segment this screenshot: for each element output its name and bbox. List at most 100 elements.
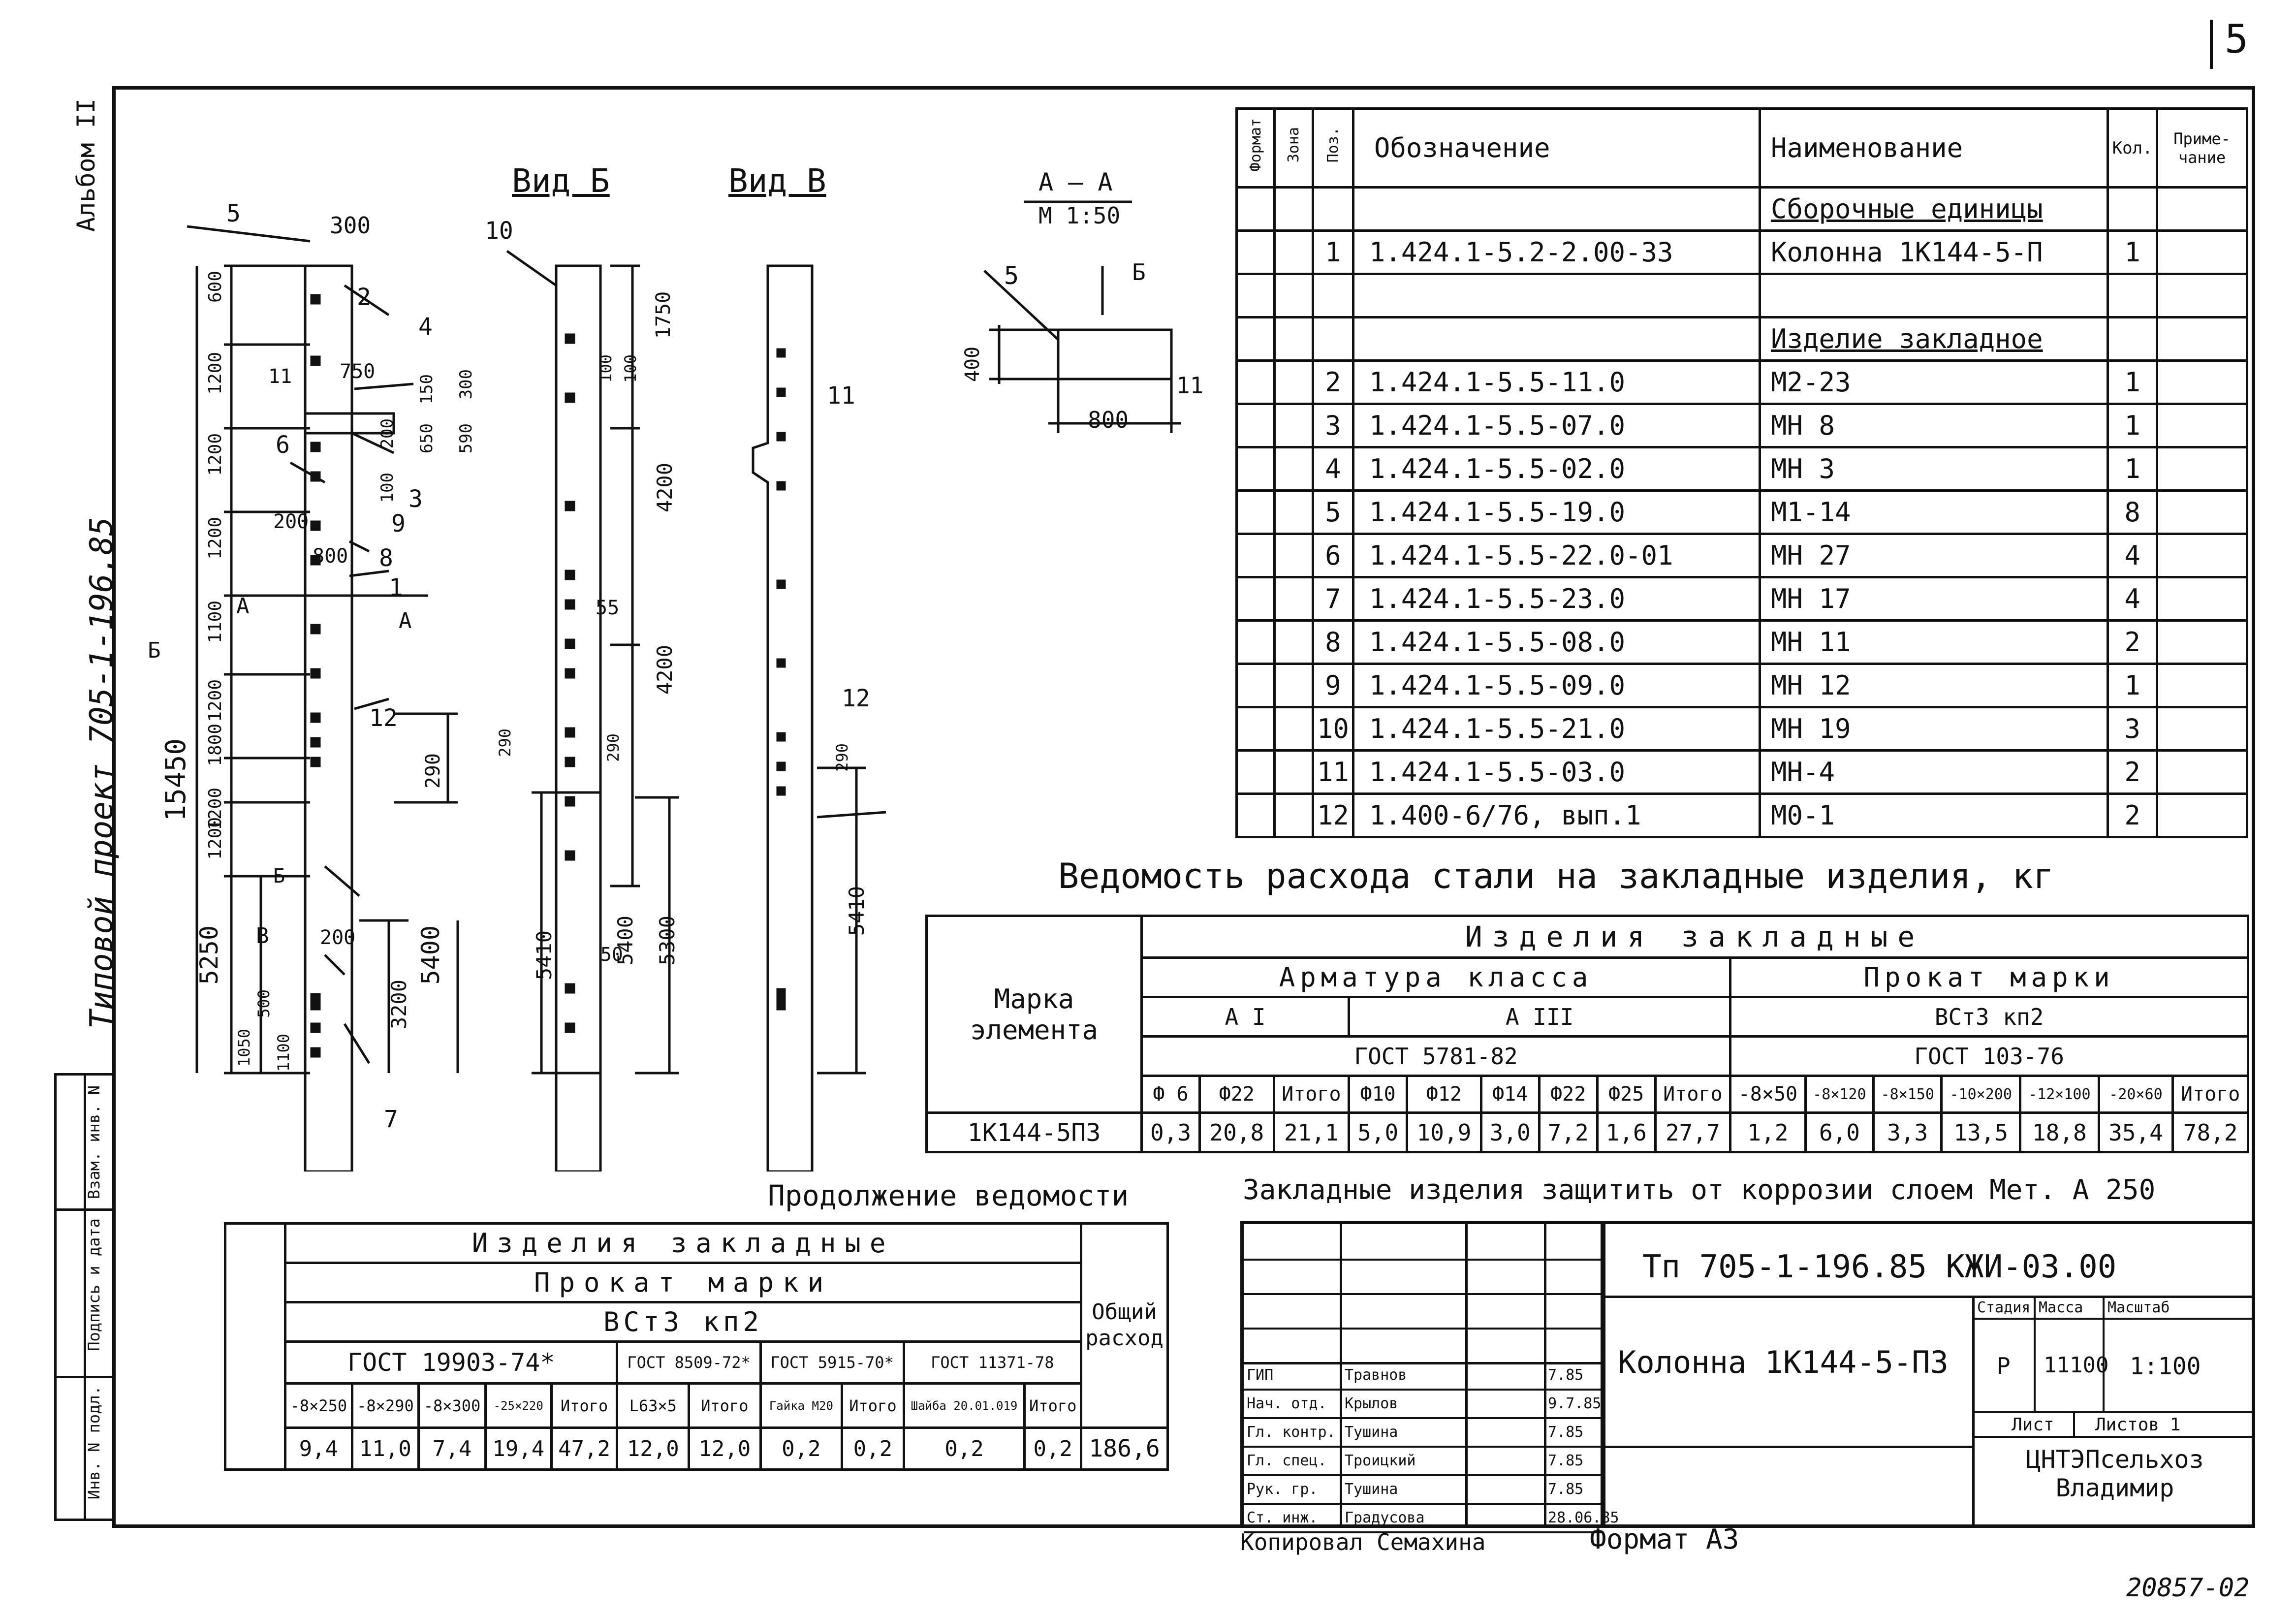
spec-cell-pos: 5 <box>1311 489 1354 535</box>
spec-cell-empty <box>1273 706 1314 752</box>
steel-value: 13,5 <box>1940 1111 2022 1153</box>
cont-value: 12,0 <box>688 1426 762 1471</box>
vb-dim-100a: 100 <box>597 354 615 383</box>
spec-cell-qty <box>2107 316 2159 362</box>
spec-cell-designation: 1.424.1-5.5-07.0 <box>1352 403 1761 448</box>
spec-cell-empty <box>2156 749 2248 795</box>
hdr-pos: Поз. <box>1324 127 1342 163</box>
spec-row <box>1235 273 2248 318</box>
cont-col-header: -8×290 <box>350 1382 420 1429</box>
spec-cell-empty <box>1235 706 1276 752</box>
vv-dim-290: 290 <box>833 743 851 772</box>
spec-cell-empty <box>1273 749 1314 795</box>
spec-cell-pos: 3 <box>1311 403 1354 448</box>
pos-mark-11: 11 <box>268 365 292 388</box>
dim-5250: 5250 <box>195 925 223 985</box>
stage-label: Стадия <box>1977 1299 2031 1316</box>
view-mark-b2: Б <box>273 865 285 887</box>
album-label: Альбом II <box>72 98 100 232</box>
section-title: А — А <box>1038 168 1113 196</box>
scale-value: 1:100 <box>2130 1353 2201 1380</box>
signature-date: 7.85 <box>1548 1424 1584 1441</box>
spec-cell-name: Колонна 1К144-5-П <box>1758 229 2109 275</box>
spec-cell-name: М1-14 <box>1758 489 2109 535</box>
signature-role: Нач. отд. <box>1247 1395 1327 1412</box>
spec-cell-pos <box>1311 273 1354 318</box>
spec-cell-empty <box>1235 663 1276 708</box>
spec-cell-name: Сборочные единицы <box>1758 186 2109 232</box>
spec-cell-qty: 1 <box>2107 663 2159 708</box>
spec-cell-empty <box>2156 706 2248 752</box>
spec-cell-pos: 9 <box>1311 663 1354 708</box>
pos-mark-4: 4 <box>418 313 433 341</box>
pos-mark-12: 12 <box>369 704 398 732</box>
mass-label: Масса <box>2039 1299 2083 1316</box>
steel-col-header: Итого <box>1654 1075 1732 1114</box>
spec-cell-designation <box>1352 186 1761 232</box>
steel-col-header: -8×50 <box>1729 1075 1807 1114</box>
spec-cell-qty: 4 <box>2107 533 2159 578</box>
spec-cell-pos: 8 <box>1311 619 1354 665</box>
spec-cell-empty <box>1235 359 1276 405</box>
cont-value: 7,4 <box>417 1426 487 1471</box>
spec-cell-empty <box>1273 316 1314 362</box>
spec-cell-empty <box>1273 229 1314 275</box>
steel-table-title: Ведомость расхода стали на закладные изд… <box>1058 856 2054 896</box>
dim-650: 650 <box>417 423 437 454</box>
spec-cell-designation <box>1352 316 1761 362</box>
view-b-title: Вид Б <box>512 162 610 200</box>
section-dim-800: 800 <box>1088 407 1129 433</box>
total-height-dim: 15450 <box>160 738 192 822</box>
vb-dim-4200a: 4200 <box>653 463 677 513</box>
spec-cell-empty <box>2156 273 2248 318</box>
dim-1100b: 1100 <box>274 1034 293 1072</box>
dim-1200-d: 1200 <box>205 679 225 722</box>
signature-date: 9.7.85 <box>1548 1395 1602 1412</box>
spec-cell-designation: 1.424.1-5.5-03.0 <box>1352 749 1761 795</box>
steel-value: 1,2 <box>1729 1111 1807 1153</box>
steel-col-header: Ф22 <box>1538 1075 1599 1114</box>
dim-150: 150 <box>417 374 437 405</box>
cont-col-header: L63×5 <box>616 1382 691 1429</box>
vst-label: ВСт3 кп2 <box>1729 996 2249 1038</box>
signature-date: 7.85 <box>1548 1366 1584 1384</box>
dim-800: 800 <box>313 545 348 568</box>
cont-value: 11,0 <box>350 1426 420 1471</box>
spec-cell-empty <box>1273 792 1314 838</box>
spec-cell-designation: 1.424.1-5.5-08.0 <box>1352 619 1761 665</box>
total-label: Общий расход <box>1080 1222 1169 1429</box>
steel-col-header: Ф25 <box>1596 1075 1657 1114</box>
spec-cell-empty <box>2156 229 2248 275</box>
spec-cell-qty: 2 <box>2107 792 2159 838</box>
spec-cell-qty: 2 <box>2107 619 2159 665</box>
section-mark-11: 11 <box>1176 372 1204 399</box>
gost-prokat-label: ГОСТ 103-76 <box>1729 1035 2249 1077</box>
section-mark-a-left: А <box>236 594 250 619</box>
pos-mark-7: 7 <box>384 1106 398 1133</box>
spec-cell-qty <box>2107 186 2159 232</box>
steel-value: 5,0 <box>1348 1111 1409 1153</box>
spec-cell-empty <box>1273 403 1314 448</box>
hdr-note: Приме-чание <box>2156 107 2248 189</box>
spec-cell-empty <box>1235 533 1276 578</box>
cont-col-header: Шайба 20.01.019 <box>902 1382 1026 1429</box>
gost-11371: ГОСТ 11371-78 <box>902 1340 1083 1385</box>
spec-cell-empty <box>2156 316 2248 362</box>
spec-cell-empty <box>2156 186 2248 232</box>
spec-cell-empty <box>1273 533 1314 578</box>
dim-1100: 1100 <box>205 601 225 643</box>
dim-750: 750 <box>340 360 376 383</box>
continuation-title: Продолжение ведомости <box>768 1179 1129 1212</box>
pos-mark-2: 2 <box>357 284 371 311</box>
steel-element-mark: 1К144-5П3 <box>925 1111 1143 1153</box>
pos-mark-1: 1 <box>389 574 403 602</box>
